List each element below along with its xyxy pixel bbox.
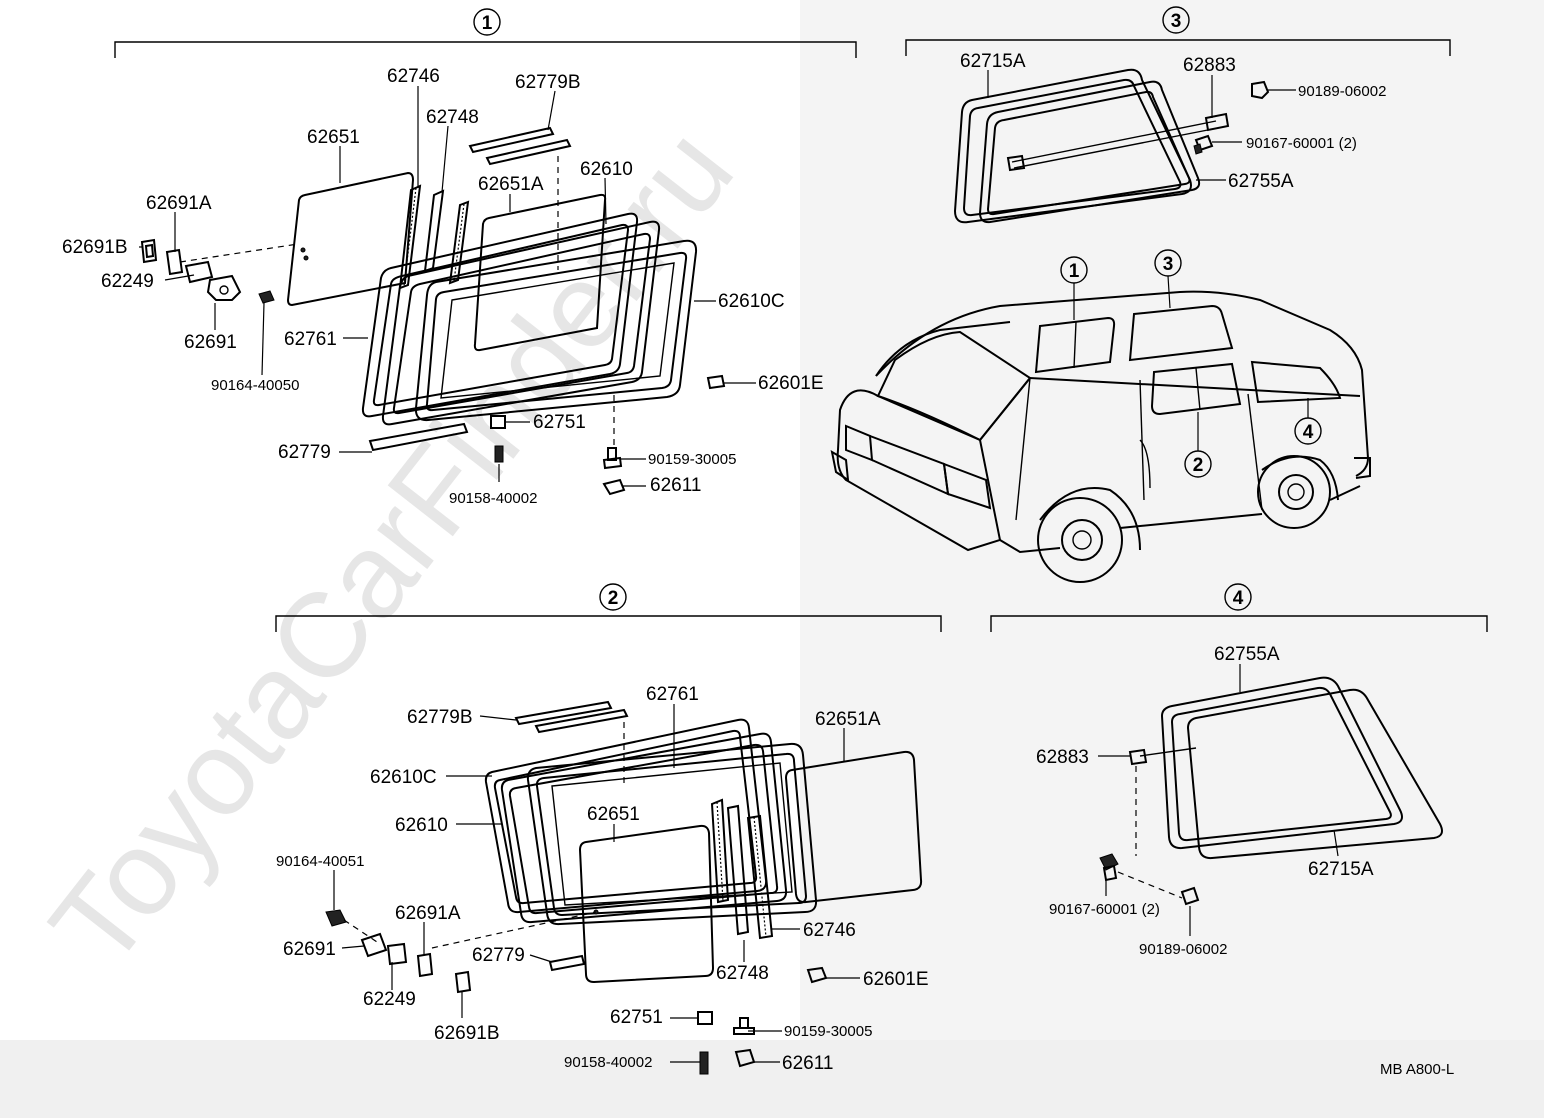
label-s2-62761: 62761 xyxy=(646,684,699,705)
label-s3-90167-60001: 90167-60001 (2) xyxy=(1246,135,1357,152)
section-2-bracket: 2 xyxy=(275,583,942,632)
section-3-labels: 62715A 62883 90189-06002 90167-60001 (2)… xyxy=(960,51,1386,192)
section-2-labels: 62761 62779B 62651A 62610C 62651 62610 9… xyxy=(276,684,929,1074)
label-s2-62249: 62249 xyxy=(363,989,416,1010)
section-3-drawing xyxy=(953,68,1270,224)
section-4-leaders xyxy=(1098,664,1339,936)
label-s3-62715A: 62715A xyxy=(960,51,1026,72)
section-2-number: 2 xyxy=(608,588,619,609)
label-s1-90164-40050: 90164-40050 xyxy=(211,377,299,394)
section-1-labels: 62746 62779B 62748 62651 62610 62651A 62… xyxy=(62,66,824,507)
section-3-leaders xyxy=(987,70,1296,181)
van-illustration xyxy=(830,290,1371,583)
section-2-drawing xyxy=(325,700,923,1075)
label-s1-62249: 62249 xyxy=(101,271,154,292)
label-s1-62779: 62779 xyxy=(278,442,331,463)
label-s3-90189-06002: 90189-06002 xyxy=(1298,83,1386,100)
label-s1-62610: 62610 xyxy=(580,159,633,180)
label-s2-62779: 62779 xyxy=(472,945,525,966)
label-s1-62601E: 62601E xyxy=(758,373,824,394)
van-callout-3: 3 xyxy=(1163,254,1174,275)
label-s2-90159-30005: 90159-30005 xyxy=(784,1023,872,1040)
label-s2-62691A: 62691A xyxy=(395,903,461,924)
label-s1-62691: 62691 xyxy=(184,332,237,353)
label-s4-62715A: 62715A xyxy=(1308,859,1374,880)
label-s1-62761: 62761 xyxy=(284,329,337,350)
label-s2-62651A: 62651A xyxy=(815,709,881,730)
label-s2-62601E: 62601E xyxy=(863,969,929,990)
label-s1-62691A: 62691A xyxy=(146,193,212,214)
section-1-drawing xyxy=(140,126,726,496)
background-bottom-band xyxy=(0,1040,1544,1118)
label-s2-62691: 62691 xyxy=(283,939,336,960)
van-callouts: 1 3 2 4 xyxy=(1060,249,1322,478)
label-s2-62751: 62751 xyxy=(610,1007,663,1028)
section-4-bracket: 4 xyxy=(990,583,1488,632)
label-s1-62779B: 62779B xyxy=(515,72,581,93)
label-s4-90189-06002: 90189-06002 xyxy=(1139,941,1227,958)
section-1-leaders xyxy=(139,86,756,487)
label-s1-62746: 62746 xyxy=(387,66,440,87)
label-s3-62883: 62883 xyxy=(1183,55,1236,76)
background-left xyxy=(0,0,800,1040)
van-callout-2: 2 xyxy=(1193,455,1204,476)
section-4-labels: 62755A 62883 62715A 90167-60001 (2) 9018… xyxy=(1036,644,1374,958)
label-s4-62755A: 62755A xyxy=(1214,644,1280,665)
section-4-drawing xyxy=(1099,676,1443,906)
section-1-number: 1 xyxy=(482,13,493,34)
label-s2-62748: 62748 xyxy=(716,963,769,984)
label-s1-62748: 62748 xyxy=(426,107,479,128)
label-s1-62691B: 62691B xyxy=(62,237,128,258)
background-right xyxy=(800,0,1544,1040)
label-s2-62610C: 62610C xyxy=(370,767,437,788)
label-s4-62883: 62883 xyxy=(1036,747,1089,768)
label-s2-90158-40002: 90158-40002 xyxy=(564,1054,652,1071)
label-s2-62651: 62651 xyxy=(587,804,640,825)
label-s2-62691B: 62691B xyxy=(434,1023,500,1044)
label-s2-62779B: 62779B xyxy=(407,707,473,728)
label-s1-62611: 62611 xyxy=(650,475,701,496)
section-1-bracket: 1 xyxy=(114,8,857,58)
label-s1-90159-30005: 90159-30005 xyxy=(648,451,736,468)
label-s2-90164-40051: 90164-40051 xyxy=(276,853,364,870)
label-s1-62651A: 62651A xyxy=(478,174,544,195)
label-s2-62610: 62610 xyxy=(395,815,448,836)
diagram-code: MB A800-L xyxy=(1380,1061,1454,1078)
label-s1-90158-40002: 90158-40002 xyxy=(449,490,537,507)
label-s1-62610C: 62610C xyxy=(718,291,785,312)
label-s3-62755A: 62755A xyxy=(1228,171,1294,192)
watermark: ToyotaCarFinder.ru xyxy=(25,104,759,991)
van-callout-4: 4 xyxy=(1303,422,1314,443)
section-3-number: 3 xyxy=(1171,11,1182,32)
label-s1-62651: 62651 xyxy=(307,127,360,148)
section-3-bracket: 3 xyxy=(905,6,1451,56)
label-s1-62751: 62751 xyxy=(533,412,586,433)
section-2-leaders xyxy=(333,704,860,1063)
van-callout-1: 1 xyxy=(1069,261,1080,282)
section-4-number: 4 xyxy=(1233,588,1244,609)
label-s2-62611: 62611 xyxy=(782,1053,833,1074)
label-s2-62746: 62746 xyxy=(803,920,856,941)
label-s4-90167-60001: 90167-60001 (2) xyxy=(1049,901,1160,918)
